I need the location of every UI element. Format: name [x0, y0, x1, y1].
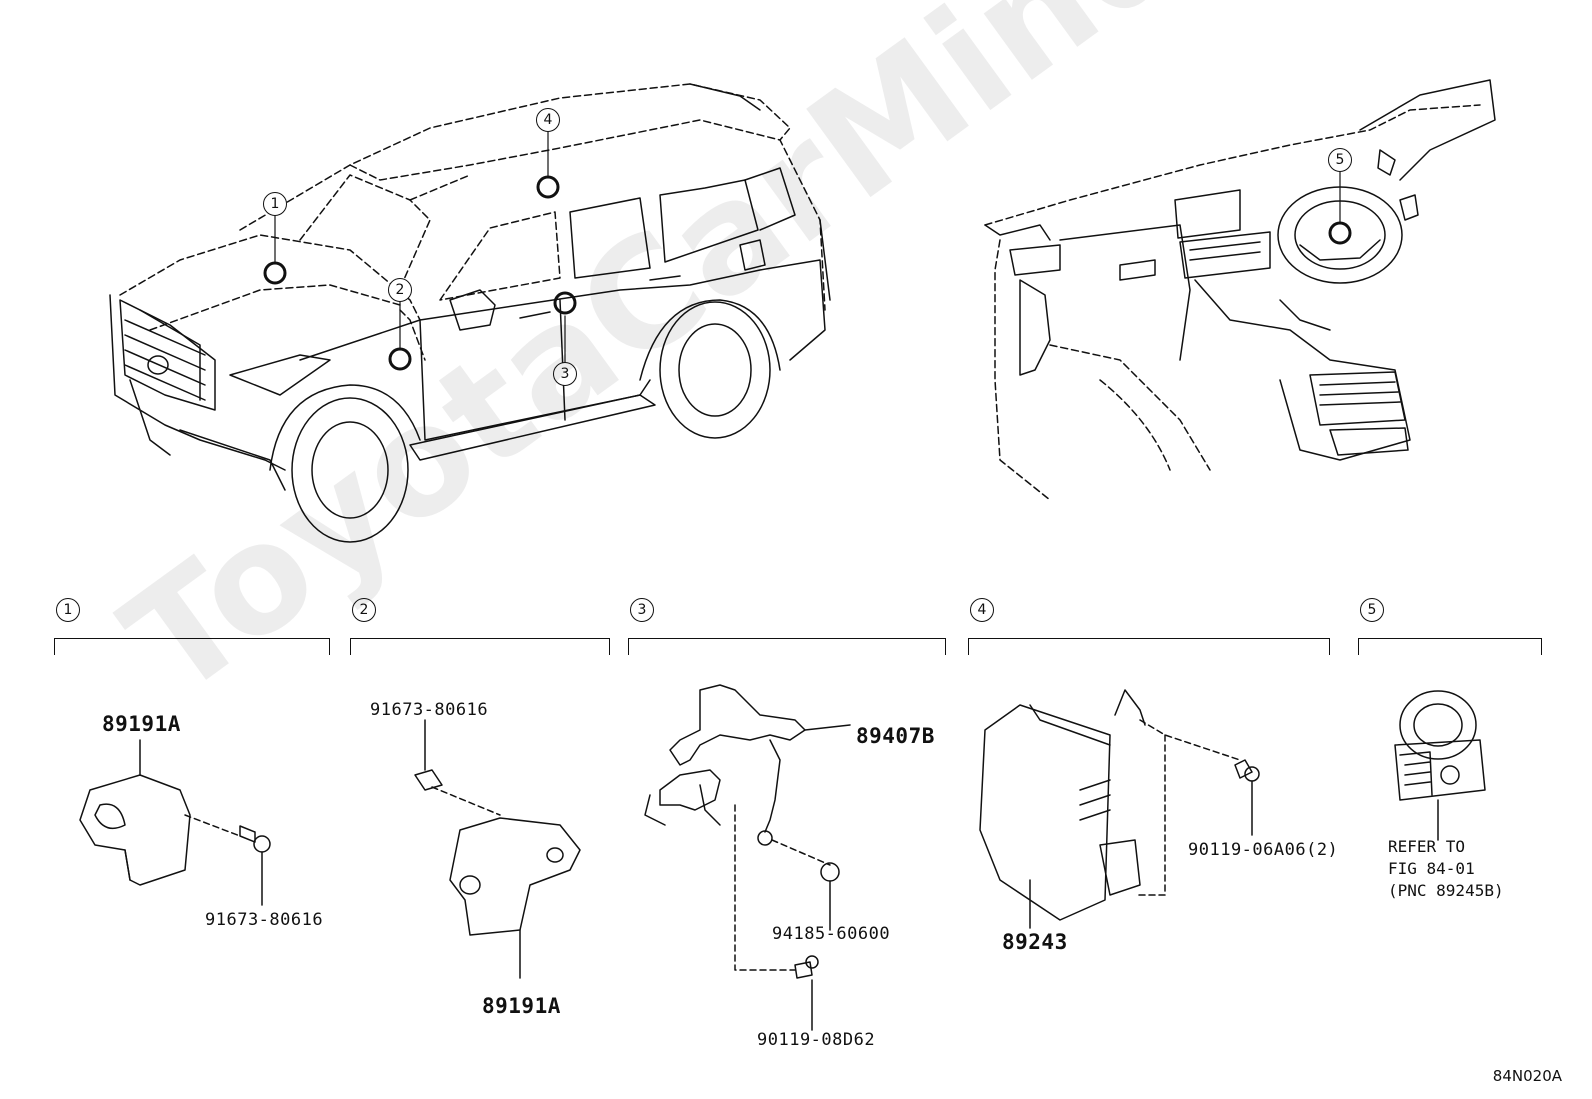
section-1-number: 1 — [56, 598, 80, 622]
callout-5: 5 — [1328, 148, 1352, 172]
section-1-bracket — [54, 638, 330, 655]
sensor-marker-2 — [388, 347, 412, 371]
s1-bolt-part-label: 91673-80616 — [205, 910, 324, 930]
section-4-bracket — [968, 638, 1330, 655]
figure-code: 84N020A — [1492, 1067, 1562, 1085]
s2-main-part-label: 89191A — [482, 994, 561, 1018]
sensor-marker-5 — [1328, 221, 1352, 245]
vehicle-illustration — [109, 83, 831, 543]
section-2-number: 2 — [352, 598, 376, 622]
callout-2: 2 — [388, 278, 412, 302]
section-3-bracket — [628, 638, 946, 655]
section-4-number: 4 — [970, 598, 994, 622]
section-3-number: 3 — [630, 598, 654, 622]
sensor-marker-1 — [263, 261, 287, 285]
s4-bolt-part-label: 90119-06A06(2) — [1188, 840, 1339, 860]
s4-illustration — [979, 689, 1260, 929]
sensor-marker-3 — [553, 291, 577, 315]
s2-bolt-part-label: 91673-80616 — [370, 700, 489, 720]
section-5-bracket — [1358, 638, 1542, 655]
vehicle-callout-leaders — [274, 131, 1341, 363]
s4-main-part-label: 89243 — [1002, 930, 1068, 954]
s1-illustration — [79, 739, 271, 906]
section-5-number: 5 — [1360, 598, 1384, 622]
s3-illustration — [644, 684, 851, 1031]
interior-illustration — [984, 79, 1496, 501]
sensor-markers — [263, 175, 1352, 371]
callout-1: 1 — [263, 192, 287, 216]
callout-3: 3 — [553, 362, 577, 386]
callout-4: 4 — [536, 108, 560, 132]
s5-reference-note: REFER TO FIG 84-01 (PNC 89245B) — [1388, 837, 1504, 900]
sensor-marker-4 — [536, 175, 560, 199]
s2-illustration — [414, 719, 581, 979]
s3-main-part-label: 89407B — [856, 724, 935, 748]
section-2-bracket — [350, 638, 610, 655]
s3-nut-part-label: 94185-60600 — [772, 924, 891, 944]
s3-bolt-part-label: 90119-08D62 — [757, 1030, 876, 1050]
s1-main-part-label: 89191A — [102, 712, 181, 736]
s5-illustration — [1394, 690, 1486, 841]
